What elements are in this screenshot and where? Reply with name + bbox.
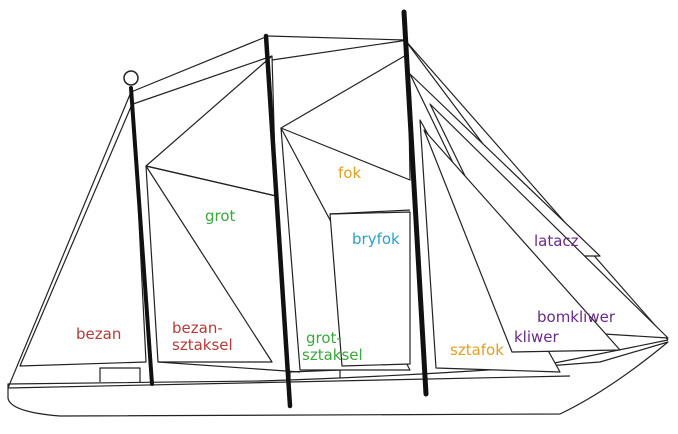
main-mast	[266, 36, 290, 406]
label-bezan: bezan	[76, 326, 121, 343]
label-grot: grot	[205, 208, 235, 225]
label-fok: fok	[338, 165, 361, 182]
fok-sail	[281, 54, 410, 180]
label-bezan-sztaksel-line2: sztaksel	[172, 337, 233, 354]
label-sztafok: sztafok	[450, 342, 504, 359]
masthead-light	[124, 71, 138, 85]
label-latacz: latacz	[534, 233, 579, 250]
label-bryfok: bryfok	[352, 231, 400, 248]
top-stay-1	[268, 36, 405, 40]
label-kliwer: kliwer	[514, 329, 559, 346]
deckhouse	[100, 368, 140, 382]
label-grot-sztaksel-line2: sztaksel	[302, 347, 363, 364]
rigging-c	[158, 362, 300, 372]
label-bomkliwer: bomkliwer	[537, 309, 615, 326]
rigging-b	[272, 40, 408, 60]
label-bezan-sztaksel-line1: bezan-	[172, 320, 223, 337]
label-grot-sztaksel-line1: grot-	[306, 330, 342, 347]
